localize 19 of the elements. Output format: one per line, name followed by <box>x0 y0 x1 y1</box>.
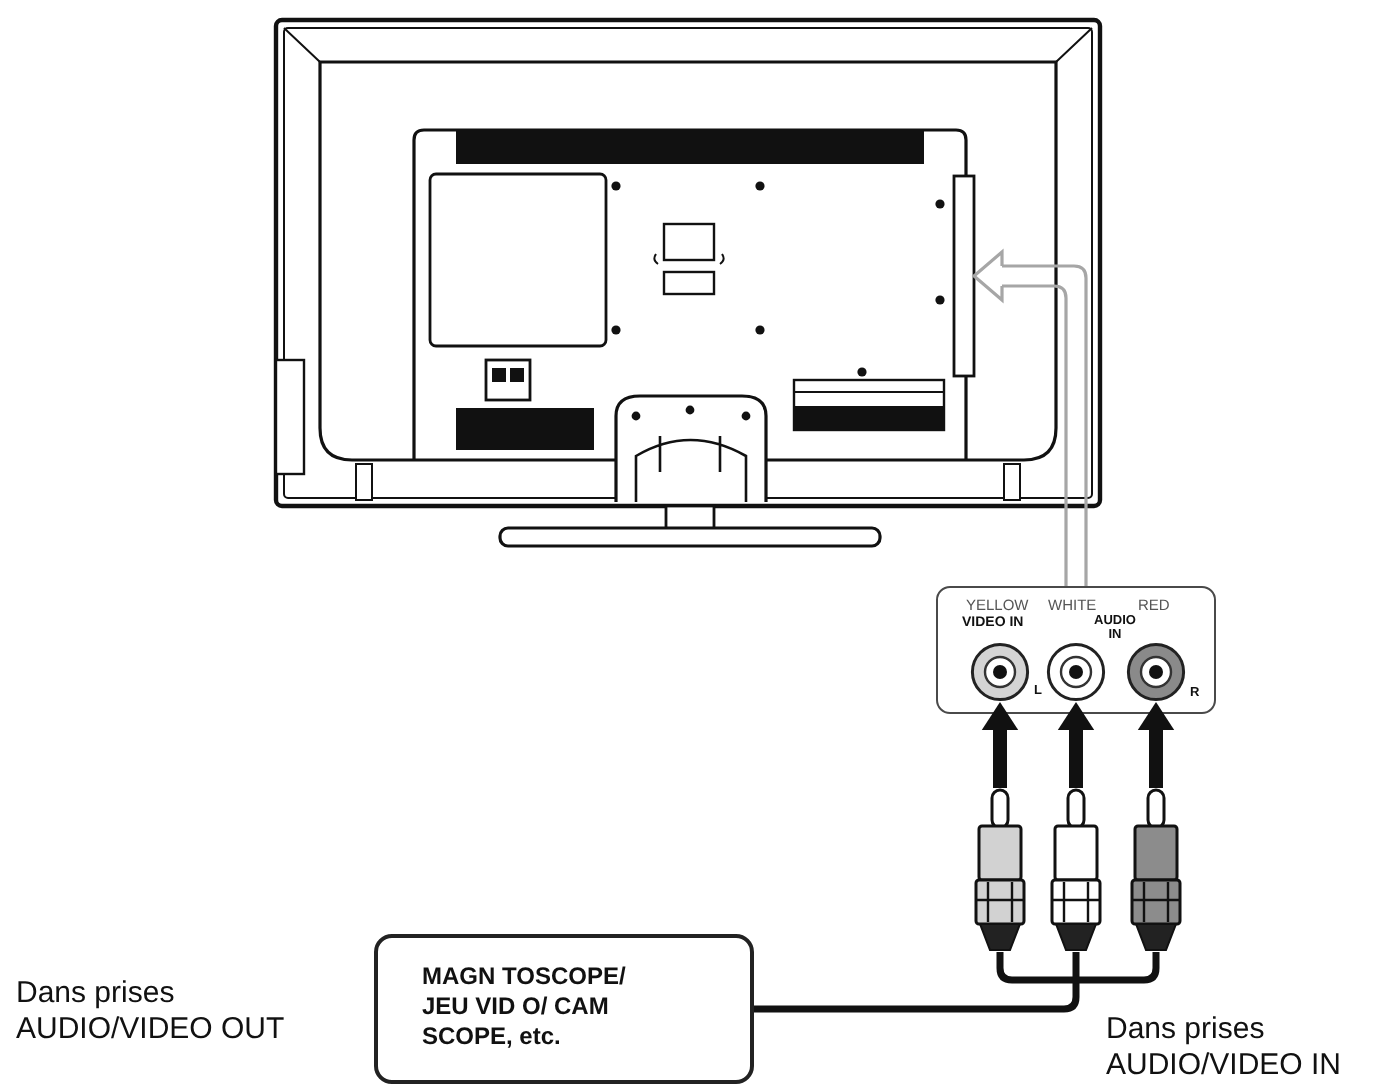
device-label: MAGN TOSCOPE/ JEU VID O/ CAM SCOPE, etc. <box>422 962 628 1052</box>
side-connector-panel <box>952 174 976 378</box>
rca-plug-icon <box>1048 788 1104 952</box>
arrow <box>1137 702 1175 788</box>
cable-line <box>996 952 1076 984</box>
note-text: Dans prises AUDIO/VIDEO IN <box>1106 1012 1344 1084</box>
jack-socket-icon <box>1045 641 1105 701</box>
cable-line <box>1076 952 1160 984</box>
device-box <box>374 934 754 1084</box>
rca-plug-icon <box>1128 788 1184 952</box>
arrow <box>1057 702 1095 788</box>
jack-socket-icon <box>1125 641 1185 701</box>
note-text: Dans prises AUDIO/VIDEO OUT <box>16 976 287 1048</box>
rca-plug-icon <box>972 788 1028 952</box>
jack-panel <box>936 586 1216 714</box>
cable-line <box>1072 952 1080 980</box>
jack-socket-icon <box>969 641 1029 701</box>
cable-line <box>754 980 1080 1013</box>
arrow <box>981 702 1019 788</box>
